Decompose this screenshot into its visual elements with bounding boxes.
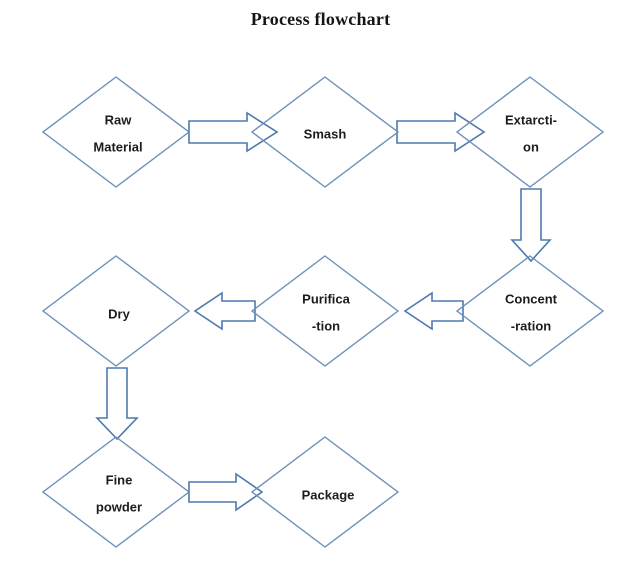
page-title: Process flowchart [250,9,391,29]
diamond-raw-material [41,76,191,188]
label-raw-material-line1: Raw [105,112,133,127]
arrow-raw-material-to-smash [188,111,279,153]
diamond-concentration [455,255,605,367]
label-dry: Dry [108,306,130,321]
arrow-extraction-to-concentration [510,188,552,263]
diamond-fine-powder [41,436,191,548]
label-purification-line2: -tion [312,318,340,333]
label-fine-powder-line2: powder [96,499,142,514]
label-package: Package [302,487,355,502]
arrow-dry-to-fine-powder [95,367,139,441]
connector-arrows [95,111,552,512]
label-raw-material-line2: Material [93,139,142,154]
label-concentration-line2: -ration [511,318,552,333]
process-nodes [41,76,605,548]
label-purification-line1: Purifica [302,291,350,306]
arrow-concentration-to-purification [403,291,464,331]
arrow-smash-to-extraction [396,111,486,153]
diamond-purification [250,255,400,367]
label-smash: Smash [304,126,347,141]
arrow-fine-powder-to-package [188,472,264,512]
label-extraction-line2: on [523,139,539,154]
arrow-purification-to-dry [193,291,256,331]
diamond-package [250,436,400,548]
diamond-dry [41,255,191,367]
label-fine-powder-line1: Fine [106,472,133,487]
diamond-extraction [455,76,605,188]
diamond-smash [250,76,400,188]
node-labels: Raw Material Smash Extarcti- on Concent … [93,112,557,514]
label-concentration-line1: Concent [505,291,558,306]
label-extraction-line1: Extarcti- [505,112,557,127]
